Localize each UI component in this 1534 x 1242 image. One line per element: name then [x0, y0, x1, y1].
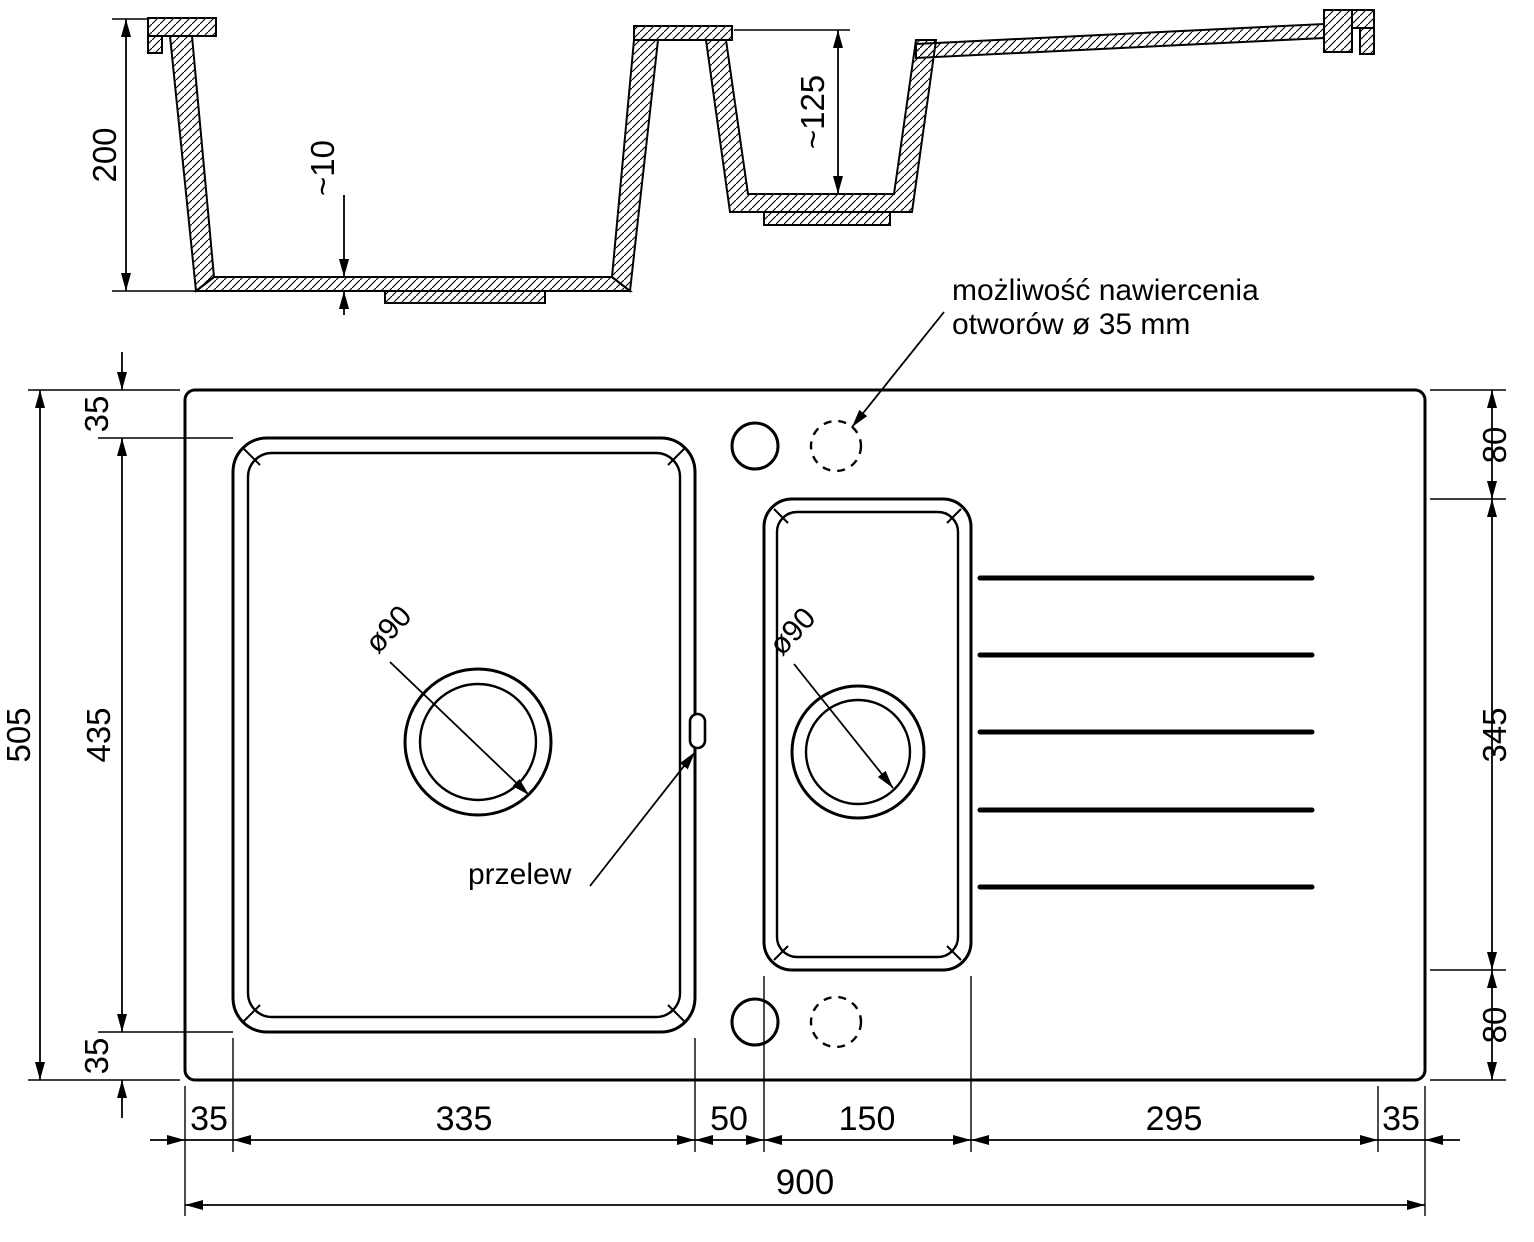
plan-view: 505 35 435 35 80 345 80 [0, 352, 1513, 1216]
secondary-drain-inner [804, 698, 912, 806]
secondary-drain-outer [790, 684, 926, 820]
label-main-drain-diameter: ø90 [359, 599, 418, 659]
drill-note-line1: możliwość nawiercenia [952, 274, 1259, 307]
secondary-basin-outer [762, 497, 973, 972]
label-secondary-drain-diameter: ø90 [763, 601, 822, 661]
dim-height-total: 505 [0, 390, 45, 1080]
dim-margin-bottom-left: 35 [78, 1038, 127, 1118]
cross-section-view: 200 ~10 ~125 [86, 9, 1375, 315]
section-divider-top [633, 25, 733, 41]
overflow-slot [688, 712, 707, 750]
section-main-basin-left-wall [168, 35, 216, 293]
optional-hole-bottom [809, 995, 863, 1049]
section-right-rim [1323, 9, 1353, 53]
dim-plate-thickness: ~10 [304, 140, 349, 315]
secondary-basin-chamfer [773, 508, 789, 524]
dim-width-total: 900 [185, 1163, 1425, 1210]
dim-label-chain-4: 150 [839, 1100, 896, 1138]
dim-label-depth-main: 200 [86, 127, 123, 182]
dim-basin-height: 435 [80, 438, 127, 1032]
main-basin-chamfer [243, 448, 261, 466]
optional-hole-top [809, 419, 863, 473]
section-secondary-drain-lip [763, 211, 891, 226]
dim-label-right-bottom: 80 [1476, 1007, 1513, 1044]
section-right-flange [1351, 9, 1375, 29]
dim-label-margin-top-left: 35 [78, 396, 115, 433]
section-right-lip [1359, 27, 1375, 55]
section-left-flange [147, 17, 217, 37]
dim-label-chain-5: 295 [1146, 1100, 1203, 1138]
dim-label-width-total: 900 [776, 1163, 834, 1202]
callout-drill-note: możliwość nawiercenia otworów ø 35 mm [851, 274, 1259, 428]
leader-line [589, 751, 696, 887]
callout-main-drain: ø90 [359, 599, 530, 796]
section-drainboard [915, 22, 1325, 60]
extension-lines [28, 389, 1506, 1216]
dim-right-middle: 345 [1476, 499, 1513, 970]
dim-label-right-top: 80 [1476, 427, 1513, 464]
main-basin-chamfer [667, 1004, 685, 1022]
main-basin-chamfer [243, 1004, 261, 1022]
label-overflow: przelew [468, 858, 572, 891]
secondary-basin-inner [775, 510, 960, 959]
dim-label-basin-height: 435 [80, 707, 117, 762]
faucet-hole-bottom [730, 997, 780, 1047]
sink-outline [183, 388, 1427, 1082]
secondary-basin-chamfer [946, 508, 962, 524]
dim-label-depth-secondary: ~125 [794, 75, 831, 149]
faucet-hole-top [730, 421, 780, 471]
main-basin-outer [231, 436, 697, 1034]
drill-note-line2: otworów ø 35 mm [952, 308, 1190, 341]
dim-right-bottom: 80 [1476, 970, 1513, 1080]
section-main-basin-right-wall [610, 39, 660, 293]
main-basin-chamfer [667, 448, 685, 466]
dim-label-margin-bottom-left: 35 [78, 1038, 115, 1075]
dim-margin-top-left: 35 [78, 352, 127, 433]
dim-depth-secondary: ~125 [734, 29, 850, 194]
dim-label-chain-6: 35 [1382, 1100, 1420, 1138]
section-bottom-step [384, 290, 546, 304]
dim-label-chain-2: 335 [436, 1100, 493, 1138]
callout-overflow: przelew [468, 751, 696, 891]
dim-right-top: 80 [1476, 390, 1513, 499]
dim-bottom-chain: 35 335 50 150 295 35 [150, 1100, 1460, 1145]
dim-label-plate-thickness: ~10 [304, 140, 341, 196]
dim-depth-main: 200 [86, 18, 198, 292]
section-left-lip [147, 35, 163, 54]
main-drain-outer [403, 667, 553, 817]
secondary-basin-chamfer [946, 945, 962, 961]
dim-label-height-total: 505 [0, 707, 37, 762]
dim-label-chain-3: 50 [710, 1100, 748, 1138]
main-basin-inner [246, 451, 682, 1019]
main-drain-inner [418, 682, 538, 802]
section-main-basin-bottom [193, 276, 633, 292]
secondary-basin-chamfer [773, 945, 789, 961]
dim-label-chain-1: 35 [190, 1100, 228, 1138]
leader-line [793, 663, 894, 789]
dim-label-right-middle: 345 [1476, 707, 1513, 762]
drainboard-grooves [977, 575, 1315, 890]
leader-line [389, 661, 530, 796]
leader-line [851, 311, 945, 428]
